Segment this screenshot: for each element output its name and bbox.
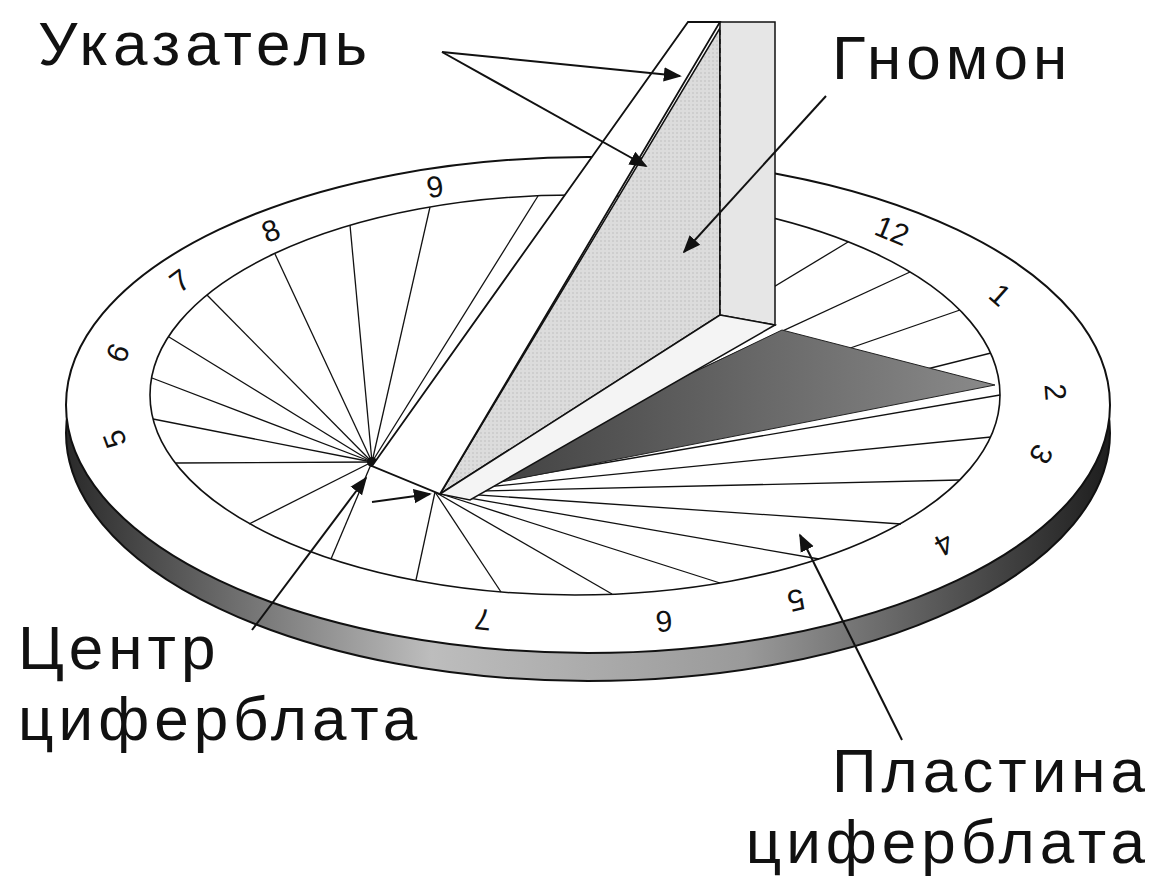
- hour-number: 12: [871, 211, 913, 251]
- part-label: Указатель: [38, 8, 372, 79]
- part-label: Пластина циферблата: [746, 735, 1150, 878]
- hour-number: 2: [1039, 383, 1070, 402]
- hour-number: 6: [101, 340, 135, 368]
- hour-number: 4: [930, 527, 959, 561]
- hour-number: 7: [473, 603, 493, 635]
- hour-number: 7: [164, 264, 195, 298]
- hour-number: 5: [785, 583, 808, 616]
- hour-number: 3: [1024, 440, 1058, 469]
- part-label: Центр циферблата: [18, 612, 422, 755]
- part-label: Гномон: [832, 22, 1072, 93]
- hidden-edge: [719, 30, 720, 314]
- hour-number: 1: [983, 278, 1015, 312]
- hour-number: 5: [98, 426, 132, 452]
- hour-number: 9: [425, 171, 446, 203]
- leader-lines: [252, 52, 902, 740]
- gnomon-pointer-edge: [372, 22, 720, 494]
- gnomon-end: [720, 22, 775, 325]
- hour-number: 8: [257, 214, 284, 248]
- hour-number: 6: [654, 605, 673, 636]
